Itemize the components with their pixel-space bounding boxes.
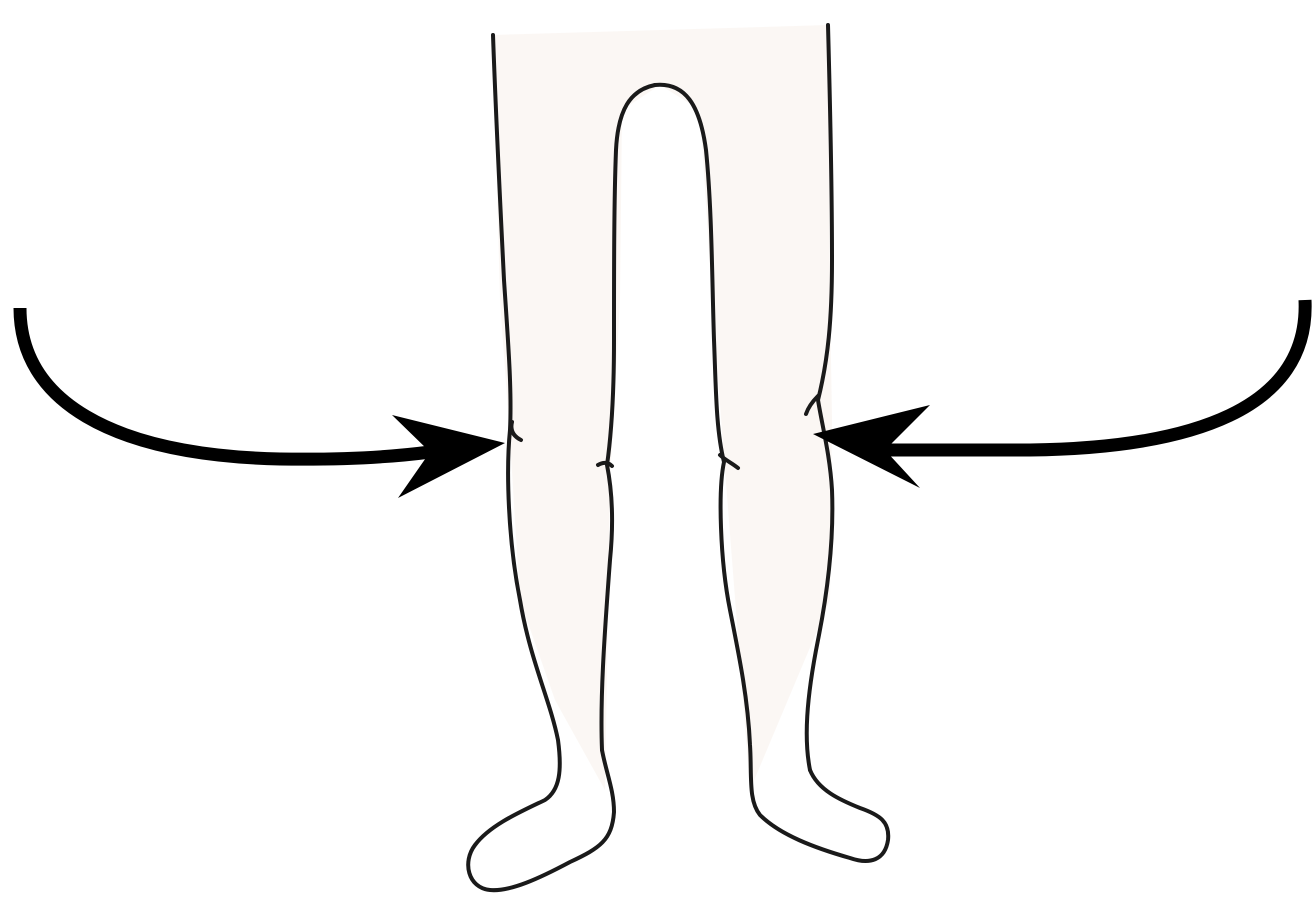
left-arrow-icon	[20, 308, 505, 498]
left-leg-shading	[493, 25, 832, 790]
right-arrow-shaft	[885, 300, 1305, 450]
left-arrow-shaft	[20, 308, 430, 459]
right-arrow-icon	[813, 300, 1305, 488]
leg-shading	[493, 25, 832, 790]
